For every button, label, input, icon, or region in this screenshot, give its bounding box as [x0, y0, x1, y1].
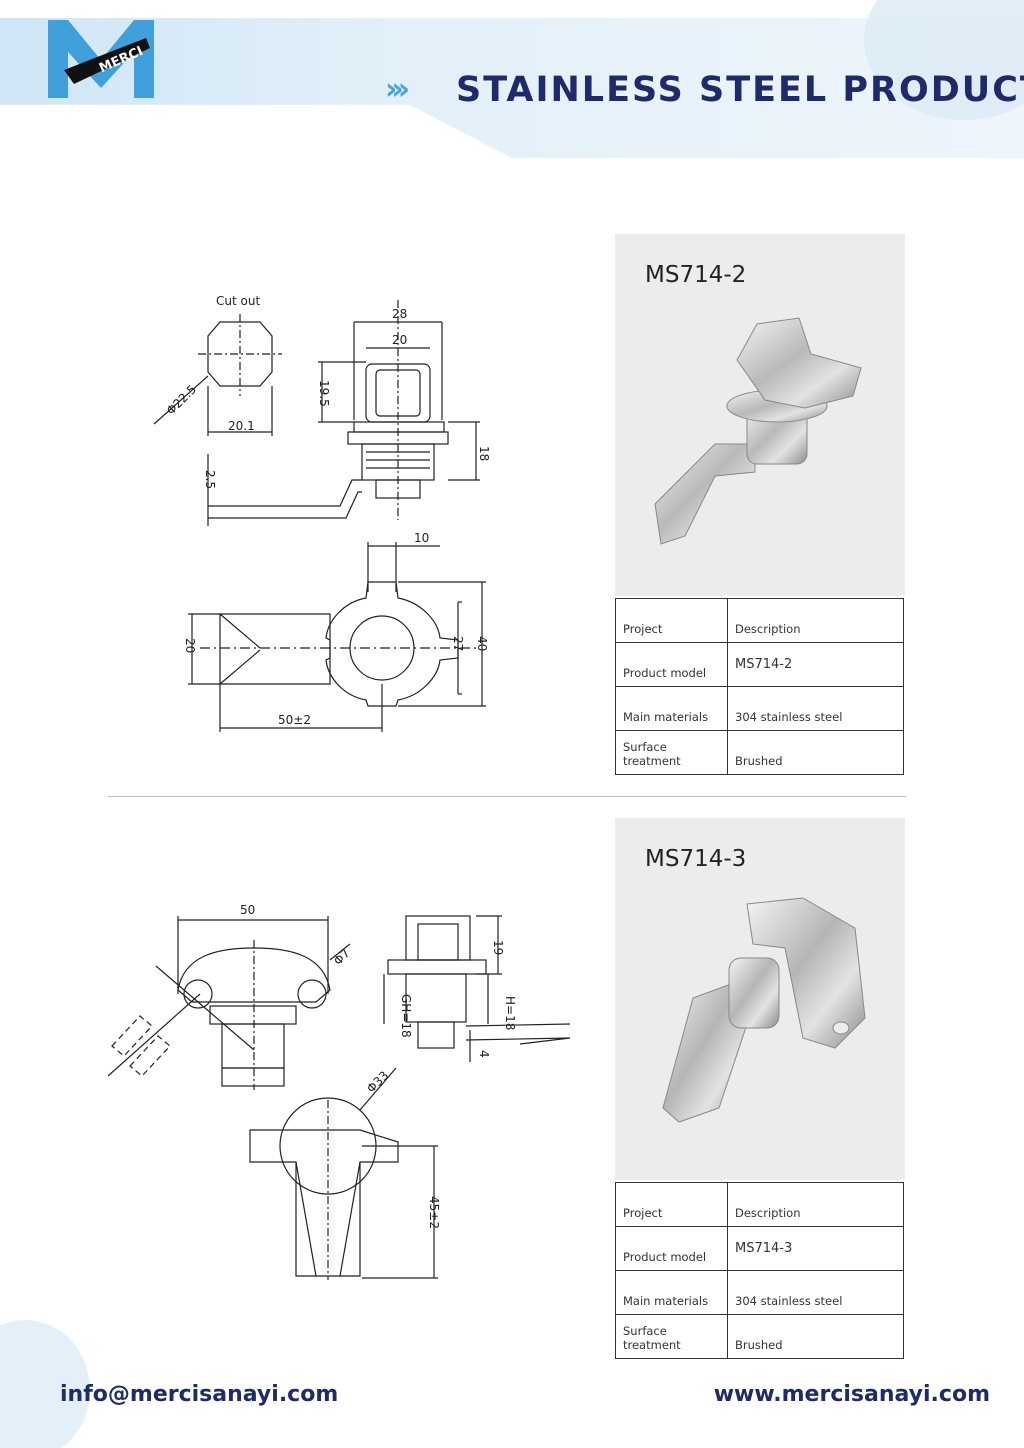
model-title: MS714-2: [645, 262, 747, 288]
table-row: Main materials 304 stainless steel: [615, 1270, 904, 1315]
table-row: Project Description: [615, 598, 904, 643]
dim-h-18: H=18: [503, 996, 517, 1030]
dim-20: 20: [392, 333, 407, 347]
cam-lock-photo: [662, 897, 866, 1123]
model-title: MS714-3: [645, 846, 747, 872]
dim-20-width: 20: [183, 638, 197, 653]
dim-27: 27: [451, 636, 465, 651]
table-label: Surface treatment: [615, 1314, 728, 1359]
product-photo-panel-1: MS714-2: [615, 234, 905, 596]
page-title: STAINLESS STEEL PRODUCTS: [456, 70, 1024, 110]
dim-45-2: 45±2: [427, 1196, 441, 1229]
table-label: Product model: [615, 1226, 728, 1271]
table-row: Project Description: [615, 1182, 904, 1227]
table-value: Brushed: [727, 730, 904, 775]
dim-4: 4: [477, 1050, 491, 1058]
footer-website-link[interactable]: www.mercisanayi.com: [713, 1382, 990, 1407]
table-row: Product model MS714-2: [615, 642, 904, 687]
dim-28: 28: [392, 307, 407, 321]
technical-drawing-ms714-2: Cut out Φ22.5 20.1 28 20 19.5 18 2.5 10 …: [153, 294, 491, 732]
table-row: Surface treatment Brushed: [615, 730, 904, 775]
spec-table-1: Project Description Product model MS714-…: [615, 598, 904, 775]
dim-gh-18: GH=18: [399, 994, 413, 1038]
table-value: Description: [727, 598, 904, 643]
table-value: 304 stainless steel: [727, 1270, 904, 1315]
table-label: Main materials: [615, 1270, 728, 1315]
dim-50: 50: [240, 903, 255, 917]
table-value: Brushed: [727, 1314, 904, 1359]
dim-10: 10: [414, 531, 429, 545]
table-label: Main materials: [615, 686, 728, 731]
table-label: Project: [615, 598, 728, 643]
table-label: Project: [615, 1182, 728, 1227]
technical-drawing-ms714-3: 50 Φ7 19 GH=18 H=18 4 Φ33 45±2: [107, 903, 571, 1280]
chevrons-icon: ›››: [385, 72, 410, 107]
section-divider: [108, 796, 906, 797]
dim-diameter-7: Φ7: [331, 946, 353, 968]
dim-20-1: 20.1: [228, 419, 255, 433]
dim-2-5: 2.5: [203, 470, 217, 489]
merci-logo: MERCI: [48, 20, 154, 98]
cam-lock-photo: [654, 317, 862, 545]
table-label: Surface treatment: [615, 730, 728, 775]
footer-email-link[interactable]: info@mercisanayi.com: [60, 1382, 339, 1407]
dim-19: 19: [491, 940, 505, 955]
table-row: Main materials 304 stainless steel: [615, 686, 904, 731]
table-value: MS714-2: [727, 642, 904, 687]
product-photo-panel-2: MS714-3: [615, 818, 905, 1180]
table-value: 304 stainless steel: [727, 686, 904, 731]
dim-50-2: 50±2: [278, 713, 311, 727]
dim-18: 18: [477, 446, 491, 461]
table-value: MS714-3: [727, 1226, 904, 1271]
dim-19-5: 19.5: [317, 380, 331, 407]
dim-diameter-33: Φ33: [364, 1068, 391, 1095]
table-value: Description: [727, 1182, 904, 1227]
table-row: Product model MS714-3: [615, 1226, 904, 1271]
table-label: Product model: [615, 642, 728, 687]
dim-40: 40: [475, 636, 489, 651]
table-row: Surface treatment Brushed: [615, 1314, 904, 1359]
cut-out-label: Cut out: [216, 294, 260, 308]
spec-table-2: Project Description Product model MS714-…: [615, 1182, 904, 1359]
dim-diameter-22-5: Φ22.5: [164, 382, 199, 417]
